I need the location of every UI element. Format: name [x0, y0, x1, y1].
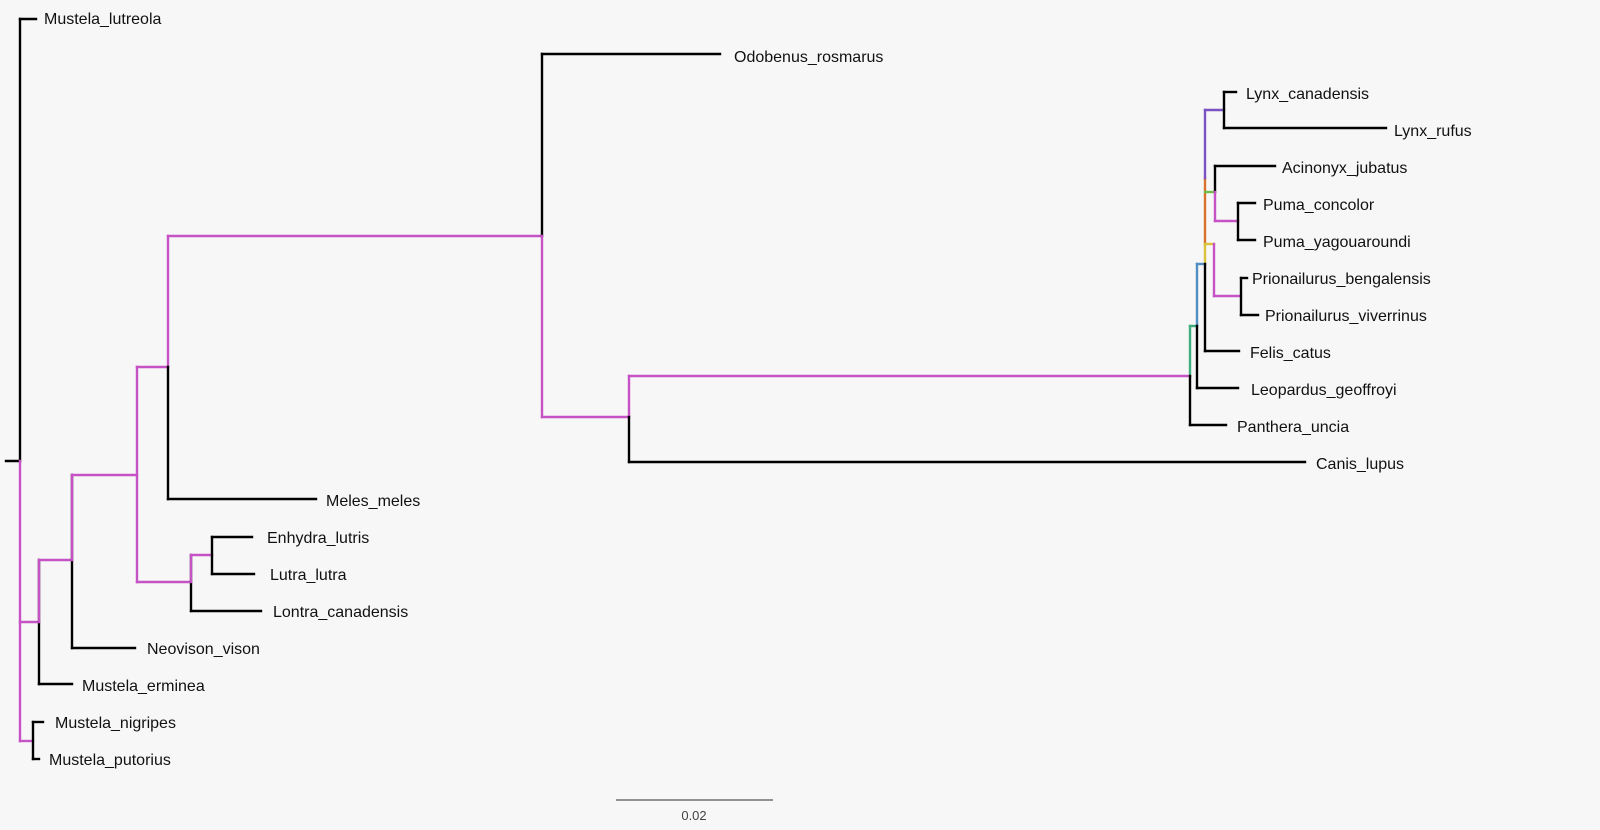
leaf-label-felis-catus: Felis_catus: [1250, 345, 1331, 362]
leaf-label-neovison-vison: Neovison_vison: [147, 641, 260, 658]
leaf-label-lutra-lutra: Lutra_lutra: [270, 567, 347, 584]
tree-branches: [4, 17, 1388, 761]
leaf-label-puma-yagouaroundi: Puma_yagouaroundi: [1263, 234, 1411, 251]
leaf-label-prionailurus-viverrinus: Prionailurus_viverrinus: [1265, 308, 1427, 325]
leaf-label-lynx-canadensis: Lynx_canadensis: [1246, 86, 1369, 103]
leaf-labels: Mustela_lutreola Odobenus_rosmarus Lynx_…: [44, 11, 1472, 769]
leaf-label-mustela-lutreola: Mustela_lutreola: [44, 11, 162, 28]
leaf-label-acinonyx-jubatus: Acinonyx_jubatus: [1282, 160, 1407, 177]
scale-bar: 0.02: [616, 799, 773, 823]
leaf-label-mustela-nigripes: Mustela_nigripes: [55, 715, 176, 732]
leaf-label-canis-lupus: Canis_lupus: [1316, 456, 1404, 473]
leaf-label-enhydra-lutris: Enhydra_lutris: [267, 530, 369, 547]
leaf-label-mustela-erminea: Mustela_erminea: [82, 678, 205, 695]
leaf-label-odobenus-rosmarus: Odobenus_rosmarus: [734, 49, 883, 66]
leaf-label-prionailurus-bengalensis: Prionailurus_bengalensis: [1252, 271, 1431, 288]
leaf-label-puma-concolor: Puma_concolor: [1263, 197, 1375, 214]
leaf-label-panthera-uncia: Panthera_uncia: [1237, 419, 1349, 436]
leaf-label-leopardus-geoffroyi: Leopardus_geoffroyi: [1251, 382, 1397, 399]
leaf-label-mustela-putorius: Mustela_putorius: [49, 752, 171, 769]
leaf-label-meles-meles: Meles_meles: [326, 493, 420, 510]
scale-bar-label: 0.02: [681, 808, 706, 823]
leaf-label-lontra-canadensis: Lontra_canadensis: [273, 604, 408, 621]
leaf-label-lynx-rufus: Lynx_rufus: [1394, 123, 1472, 140]
